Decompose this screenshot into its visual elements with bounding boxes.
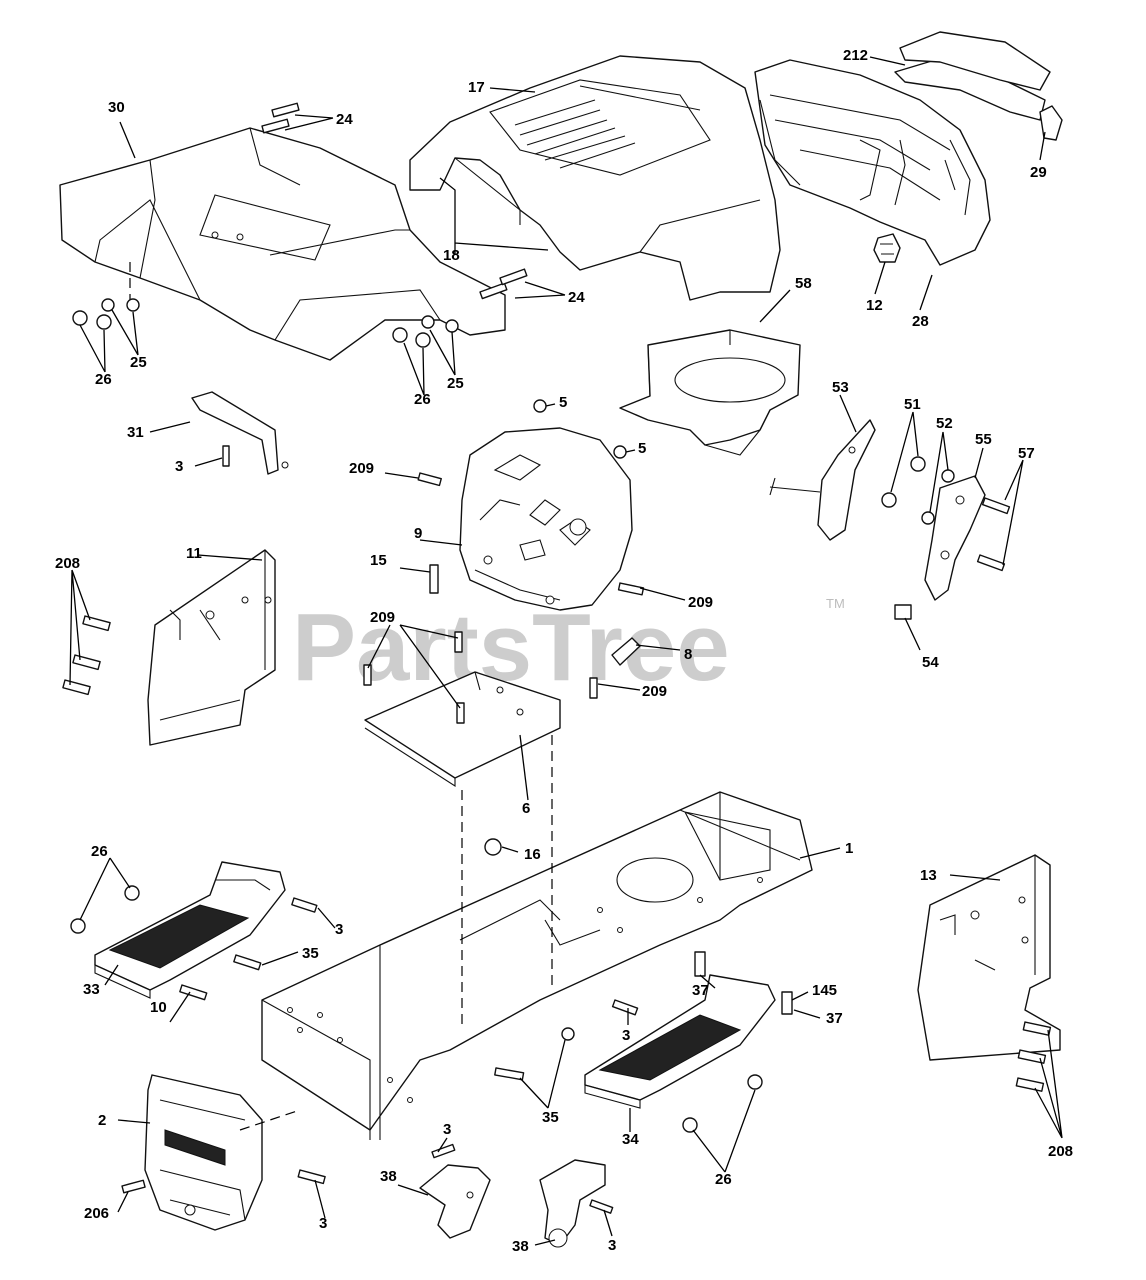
hood-part-17 <box>409 55 781 301</box>
callout-17: 17 <box>468 79 485 96</box>
callout-15: 15 <box>370 552 387 569</box>
callout-9: 9 <box>414 525 422 542</box>
callout-38-a: 38 <box>380 1168 397 1185</box>
callout-2: 2 <box>98 1112 106 1129</box>
nut-part-12 <box>873 233 901 263</box>
dash-panel-part-9 <box>459 427 633 611</box>
callout-37-b: 37 <box>826 1010 843 1027</box>
callout-38-b: 38 <box>512 1238 529 1255</box>
grille-part-28 <box>754 59 991 266</box>
leader-lines <box>69 56 1063 1246</box>
callout-3-d: 3 <box>319 1215 327 1232</box>
callout-3-e: 3 <box>443 1121 451 1138</box>
callout-12: 12 <box>866 297 883 314</box>
callout-209-d: 209 <box>642 683 667 700</box>
callout-28: 28 <box>912 313 929 330</box>
callout-37-a: 37 <box>692 982 709 999</box>
callout-18: 18 <box>443 247 460 264</box>
callout-208-right: 208 <box>1048 1143 1073 1160</box>
dash-part-58 <box>619 329 801 456</box>
callout-3-f: 3 <box>608 1237 616 1254</box>
callout-35-a: 35 <box>302 945 319 962</box>
callout-26-mid: 26 <box>414 391 431 408</box>
callout-24-lower: 24 <box>568 289 585 306</box>
side-panel-part-11 <box>147 549 276 746</box>
callout-55: 55 <box>975 431 992 448</box>
callout-31: 31 <box>127 424 144 441</box>
callout-3-c: 3 <box>622 1027 630 1044</box>
callout-209-b: 209 <box>688 594 713 611</box>
callout-53: 53 <box>832 379 849 396</box>
callout-33: 33 <box>83 981 100 998</box>
callout-5-lower: 5 <box>638 440 646 457</box>
callout-26-lower: 26 <box>715 1171 732 1188</box>
callout-3-a: 3 <box>175 458 183 475</box>
callout-1: 1 <box>845 840 853 857</box>
callout-25-mid: 25 <box>447 375 464 392</box>
bracket-part-31 <box>191 391 289 475</box>
bracket-part-2 <box>144 1074 263 1231</box>
callout-25-left: 25 <box>130 354 147 371</box>
watermark-trademark: TM <box>826 596 845 611</box>
callout-30: 30 <box>108 99 125 116</box>
frame-part-1 <box>261 791 813 1140</box>
callout-209-a: 209 <box>349 460 374 477</box>
callout-11: 11 <box>186 545 202 562</box>
callout-10: 10 <box>150 999 167 1016</box>
bracket-part-55 <box>924 475 986 601</box>
bracket-part-38b <box>539 1159 606 1248</box>
callout-54: 54 <box>922 654 939 671</box>
callout-57: 57 <box>1018 445 1035 462</box>
callout-35-b: 35 <box>542 1109 559 1126</box>
bracket-part-38a <box>419 1164 491 1239</box>
callout-145: 145 <box>812 982 837 999</box>
callout-labels: 30 24 17 18 212 29 12 28 26 25 24 26 25 … <box>55 47 1073 1255</box>
callout-13: 13 <box>920 867 937 884</box>
callout-6: 6 <box>522 800 530 817</box>
footrest-part-34 <box>584 974 776 1109</box>
bracket-part-53 <box>769 419 876 541</box>
callout-5-upper: 5 <box>559 394 567 411</box>
callout-206: 206 <box>84 1205 109 1222</box>
callout-58: 58 <box>795 275 812 292</box>
callout-34: 34 <box>622 1131 639 1148</box>
callout-212: 212 <box>843 47 868 64</box>
lens-part-29 <box>1039 105 1063 141</box>
callout-26-left: 26 <box>95 371 112 388</box>
callout-52: 52 <box>936 415 953 432</box>
grille-insert-part-212 <box>894 31 1051 121</box>
callout-16: 16 <box>524 846 541 863</box>
fender-part-30 <box>59 127 506 361</box>
callout-209-c: 209 <box>370 609 395 626</box>
callout-3-b: 3 <box>335 921 343 938</box>
assembly-lines <box>239 735 553 1131</box>
callout-29: 29 <box>1030 164 1047 181</box>
callout-26-footrest: 26 <box>91 843 108 860</box>
footrest-part-33 <box>94 861 286 999</box>
callout-51: 51 <box>904 396 921 413</box>
callout-8: 8 <box>684 646 692 663</box>
callout-208-left: 208 <box>55 555 80 572</box>
floor-plate-part-6 <box>364 671 561 788</box>
side-panel-part-13 <box>917 854 1061 1061</box>
callout-24-upper: 24 <box>336 111 353 128</box>
